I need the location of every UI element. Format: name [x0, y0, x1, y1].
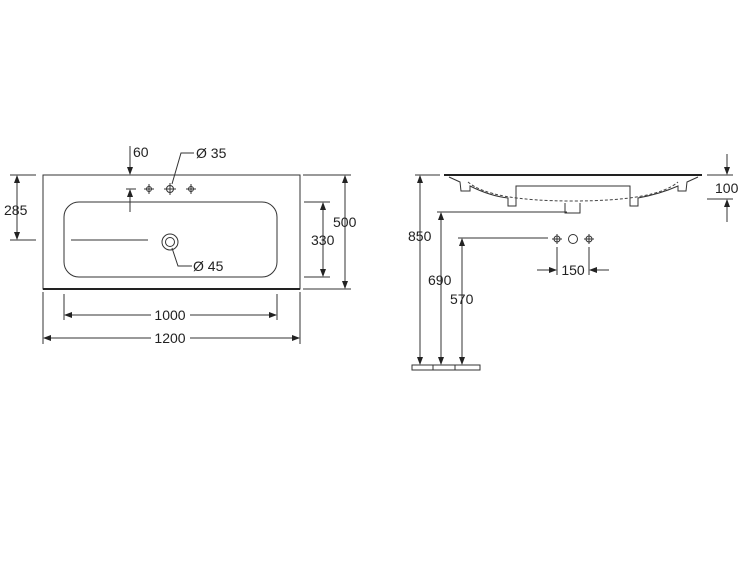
dim-500-label: 500 — [333, 214, 357, 230]
dim-330-label: 330 — [311, 232, 335, 248]
dim-tap-hole-label: Ø 35 — [196, 145, 227, 161]
dim-570-label: 570 — [450, 291, 474, 307]
drain-icon — [161, 233, 179, 251]
tap-holes-side-icon — [552, 234, 594, 244]
dim-100-label: 100 — [715, 180, 739, 196]
dim-285-label: 285 — [4, 202, 28, 218]
tap-holes-icon — [144, 183, 196, 195]
dim-150-label: 150 — [561, 262, 585, 278]
basin-bowl-outline — [63, 201, 278, 278]
side-view: 100 850 690 570 150 — [408, 154, 739, 371]
dim-60-label: 60 — [133, 144, 149, 160]
bowl-bottom-dashed — [467, 181, 679, 202]
drain-outlet — [564, 203, 581, 214]
dim-1200-label: 1200 — [154, 330, 185, 346]
dim-1000-label: 1000 — [154, 307, 185, 323]
basin-profile — [448, 176, 699, 207]
dim-850-label: 850 — [408, 228, 432, 244]
floor-icon — [411, 364, 481, 371]
dim-drain-label: Ø 45 — [193, 258, 224, 274]
dim-690-label: 690 — [428, 272, 452, 288]
plan-view: 285 60 Ø 35 Ø 45 330 500 1000 1200 — [4, 144, 357, 346]
